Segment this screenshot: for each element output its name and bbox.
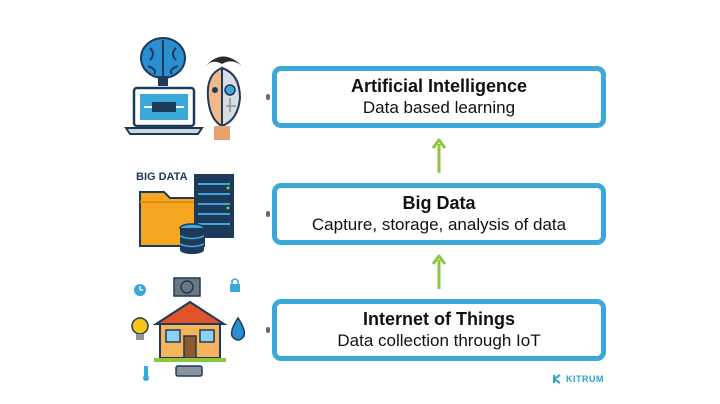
- half-robot-face-icon: [204, 56, 242, 140]
- connector-dot-iot: [266, 327, 270, 333]
- layer-box-ai: Artificial Intelligence Data based learn…: [272, 66, 606, 128]
- layer-subtitle: Data collection through IoT: [337, 331, 541, 350]
- arrow-up-icon: [431, 254, 447, 289]
- big-data-label: BIG DATA: [136, 171, 188, 183]
- layer-title: Big Data: [402, 193, 476, 213]
- database-stack-icon: [179, 223, 205, 254]
- house-icon: [152, 300, 228, 362]
- ai-illustration: [124, 37, 242, 140]
- layer-title: Artificial Intelligence: [350, 76, 528, 96]
- lightbulb-icon: [131, 317, 149, 340]
- lock-icon: [230, 278, 240, 292]
- connector-dot-big-data: [266, 211, 270, 217]
- device-icon: [175, 365, 203, 377]
- air-conditioner-icon: [173, 277, 201, 297]
- iot-illustration: [131, 277, 246, 381]
- layer-subtitle: Capture, storage, analysis of data: [311, 215, 567, 234]
- clock-icon: [134, 284, 146, 296]
- brand-name: KITRUM: [566, 374, 604, 384]
- layer-title: Internet of Things: [363, 309, 515, 329]
- brand-footer: KITRUM: [552, 374, 604, 384]
- connector-dot-ai: [266, 94, 270, 100]
- arrow-up-icon: [431, 138, 447, 173]
- brain-icon: [140, 37, 186, 86]
- layer-subtitle: Data based learning: [362, 98, 516, 117]
- kitrum-logo-icon: [553, 374, 561, 384]
- big-data-illustration: BIG DATA: [136, 171, 234, 254]
- water-drop-icon: [230, 316, 246, 341]
- thermometer-icon: [143, 366, 149, 381]
- layer-box-iot: Internet of Things Data collection throu…: [272, 299, 606, 361]
- layer-box-big-data: Big Data Capture, storage, analysis of d…: [272, 183, 606, 245]
- laptop-icon: [124, 86, 204, 135]
